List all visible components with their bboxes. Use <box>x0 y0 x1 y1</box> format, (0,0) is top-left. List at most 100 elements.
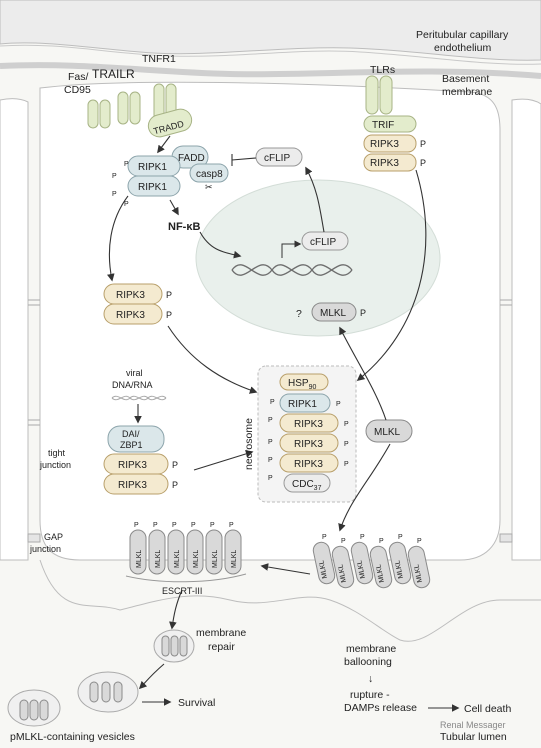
mlkl-pill <box>350 541 374 585</box>
mlkl-p: P <box>153 522 158 529</box>
vesicle-mlkl <box>19 681 123 721</box>
nuclear-mlkl-box <box>311 302 357 322</box>
capillary-label-2: endothelium <box>434 42 491 54</box>
repair-vesicle-mlkl <box>161 635 188 657</box>
ripk1-bottom <box>127 175 181 197</box>
cflip-nucleus-label: cFLIP <box>310 237 336 248</box>
cflip-box-nucleus <box>301 231 349 251</box>
dna-helix-icon <box>231 264 353 276</box>
mlkl-pill-label: MLKL <box>231 550 238 568</box>
mlkl-pill-label: MLKL <box>318 560 329 579</box>
rupture-label-2: DAMPs release <box>344 702 417 714</box>
vesicles-label: pMLKL-containing vesicles <box>10 731 135 743</box>
mlkl-p: P <box>210 522 215 529</box>
mlkl-p: P <box>417 538 422 545</box>
arrows <box>107 135 460 712</box>
hsp90-box <box>279 373 329 391</box>
mlkl-pill <box>407 545 431 589</box>
tight-junction-label-2: junction <box>39 460 71 470</box>
nucleus <box>195 179 441 337</box>
ripk3-dai-bottom-p: P <box>172 480 178 490</box>
mini-mlkl <box>101 681 111 703</box>
fadd-label: FADD <box>178 153 205 164</box>
gap-junction-label-2: junction <box>29 544 61 554</box>
necrosome-label: necrosome <box>243 418 255 470</box>
arrow-mlkl-to-nucleus <box>339 326 387 421</box>
gap-junction-label-1: GAP <box>44 532 63 542</box>
gap-junction-mark <box>27 533 41 543</box>
basement-label-2: membrane <box>442 86 492 98</box>
mini-mlkl <box>39 699 49 721</box>
watermark-label: Renal Messager <box>440 720 506 730</box>
ripk3-mid-top-label: RIPK3 <box>116 290 145 301</box>
cell-death-label: Cell death <box>464 703 511 715</box>
ripk1-bottom-label: RIPK1 <box>138 182 167 193</box>
arrow-membrane-to-escrt <box>260 563 311 575</box>
free-mlkl-label: MLKL <box>374 427 401 438</box>
cdc-label: CDC37 <box>292 479 322 492</box>
ripk3-dai-top-label: RIPK3 <box>118 460 147 471</box>
ripk3-mid-top-p: P <box>166 290 172 300</box>
arrow-ripk1-to-ripk3 <box>107 195 129 282</box>
fas-label-2: CD95 <box>64 84 91 96</box>
survival-label: Survival <box>178 697 215 709</box>
tlrs-receptor <box>365 75 393 115</box>
trif-box <box>363 115 417 133</box>
capillary-endothelium <box>0 0 541 65</box>
mlkl-p: P <box>398 534 403 541</box>
mini-mlkl <box>29 699 39 721</box>
ballooning-label-1: membrane <box>346 643 396 655</box>
tlrs-label: TLRs <box>370 64 395 76</box>
mlkl-p: P <box>341 538 346 545</box>
ripk1-p3: P <box>112 191 117 198</box>
mlkl-pill <box>148 529 166 575</box>
fas-receptor <box>87 99 111 129</box>
necrosome-p: P <box>268 457 273 464</box>
ripk1-top-label: RIPK1 <box>138 162 167 173</box>
trif-ripk3-bottom-p: P <box>420 158 426 168</box>
arrow-cflip-up <box>305 166 325 233</box>
mlkl-pill <box>186 529 204 575</box>
tubular-cell-right <box>511 98 541 561</box>
tight-junction-label-1: tight <box>48 448 66 458</box>
mlkl-pill <box>224 529 242 575</box>
nuclear-mlkl-label: MLKL <box>320 308 347 319</box>
viral-label-2: DNA/RNA <box>112 380 153 390</box>
rupture-label-1: rupture - <box>350 689 390 701</box>
mlkl-pill-label: MLKL <box>174 550 181 568</box>
basement-membrane <box>0 62 541 79</box>
ripk3-mid-bottom-p: P <box>166 310 172 320</box>
arrow-repair-to-vesicles <box>138 663 165 690</box>
mlkl-pill <box>312 541 336 585</box>
mlkl-pill-label: MLKL <box>155 550 162 568</box>
necrosome-ripk3-2 <box>279 433 339 453</box>
ballooning-label-2: ballooning <box>344 656 392 668</box>
mlkl-pill-label: MLKL <box>375 564 386 583</box>
viral-dna-icon <box>111 395 167 401</box>
ripk3-dai-bottom-label: RIPK3 <box>118 480 147 491</box>
cflip-box-top <box>255 147 303 167</box>
mlkl-p: P <box>379 538 384 545</box>
mlkl-pill-label: MLKL <box>212 550 219 568</box>
mini-mlkl <box>113 681 123 703</box>
escrt-base <box>125 573 247 583</box>
mini-mlkl <box>179 635 188 657</box>
necrosome-ripk3-label-3: RIPK3 <box>294 459 323 470</box>
mlkl-p: P <box>134 522 139 529</box>
mlkl-pill <box>129 529 147 575</box>
escrt-label: ESCRT-III <box>162 586 202 596</box>
ripk3-dai-bottom <box>103 473 169 495</box>
trailr-label: TRAILR <box>92 67 135 81</box>
trif-label: TRIF <box>372 120 394 131</box>
dai-zbp1-box <box>107 425 165 453</box>
necrosome-ripk3-1 <box>279 413 339 433</box>
cflip-top-label: cFLIP <box>264 153 290 164</box>
mlkl-p: P <box>172 522 177 529</box>
free-mlkl-box <box>365 419 413 443</box>
hsp-label: HSP90 <box>288 378 316 391</box>
arrow-ripk3-to-necrosome <box>167 325 258 394</box>
necrosome-p: P <box>268 417 273 424</box>
arrow-ripk1-to-nfkb <box>169 199 179 216</box>
